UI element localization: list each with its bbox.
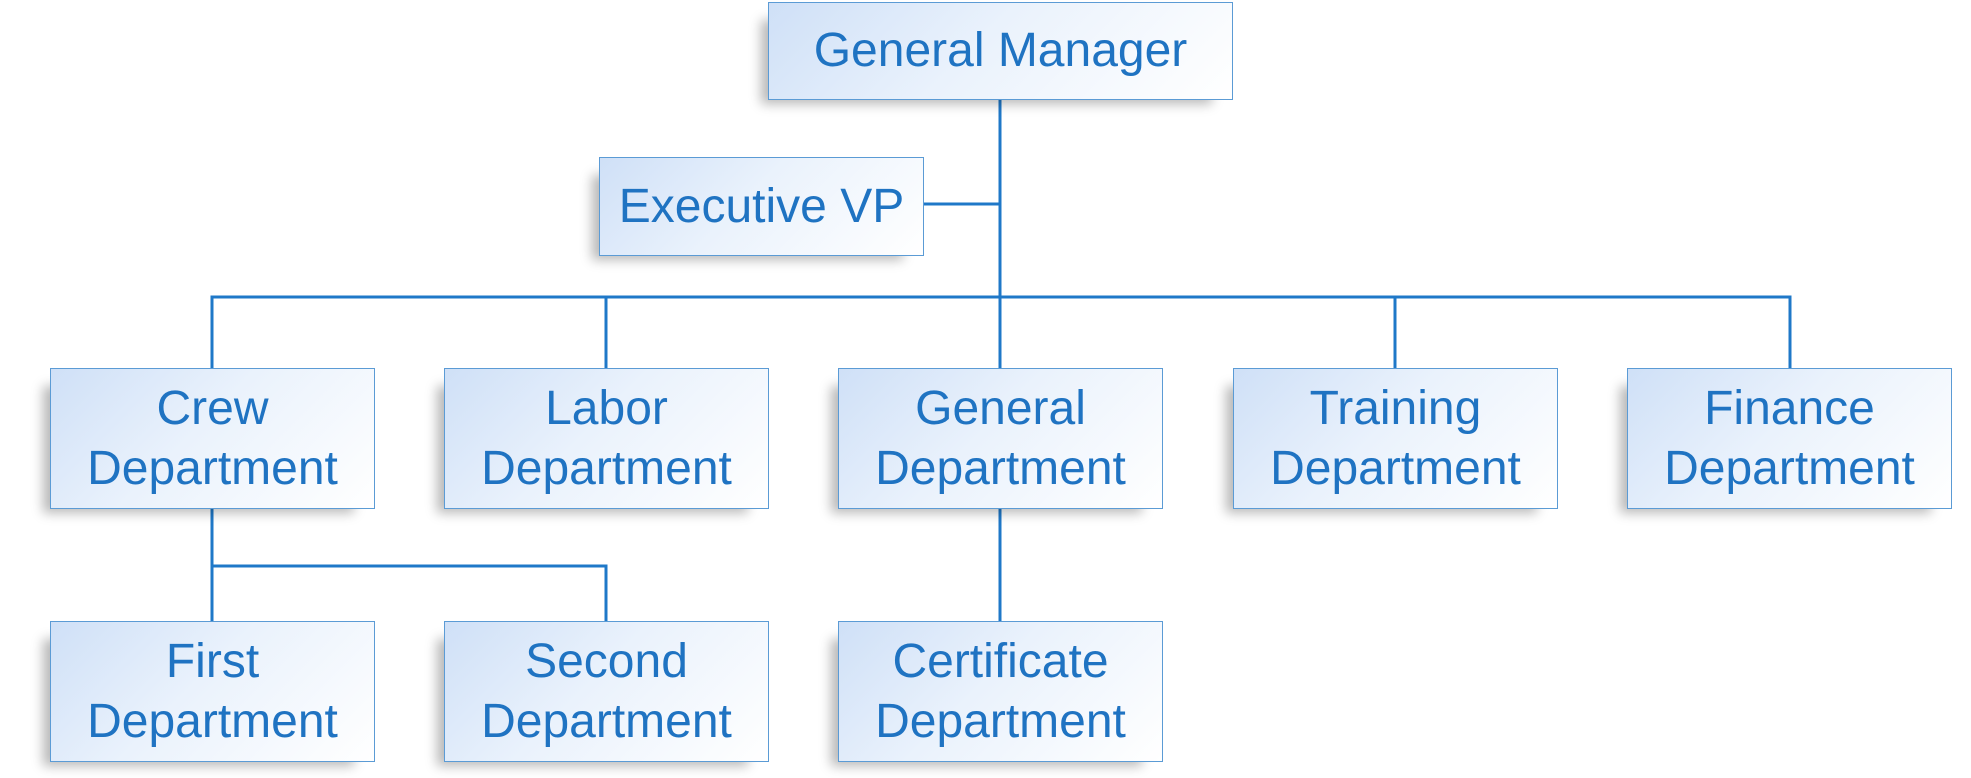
node-label-line-2: Department — [875, 694, 1126, 748]
node-training-department: Training Department — [1233, 368, 1558, 509]
node-label-line-2: Department — [481, 694, 732, 748]
node-label-line-2: Department — [875, 441, 1126, 495]
node-label: General Manager — [813, 24, 1188, 77]
node-executive-vp: Executive VP — [599, 157, 924, 256]
node-label-line-2: Department — [1664, 441, 1915, 495]
node-label-line-2: Department — [87, 694, 338, 748]
node-label-line-2: Department — [87, 441, 338, 495]
node-label-line-1: Second — [525, 634, 688, 688]
node-label-line-1: Finance — [1704, 381, 1875, 435]
node-general-manager: General Manager — [768, 2, 1233, 100]
node-label-line-1: Training — [1309, 381, 1482, 435]
node-label: Executive VP — [618, 179, 905, 233]
node-label-line-1: Crew — [156, 381, 269, 435]
node-label-line-1: First — [165, 634, 260, 688]
node-label-line-2: Department — [1270, 441, 1521, 495]
node-first-department: First Department — [50, 621, 375, 762]
node-certificate-department: Certificate Department — [838, 621, 1163, 762]
node-label-line-1: Certificate — [892, 634, 1109, 688]
node-general-department: General Department — [838, 368, 1163, 509]
node-crew-department: Crew Department — [50, 368, 375, 509]
node-label-line-2: Department — [481, 441, 732, 495]
node-label-line-1: General — [915, 381, 1086, 435]
node-labor-department: Labor Department — [444, 368, 769, 509]
node-label-line-1: Labor — [545, 381, 668, 435]
node-finance-department: Finance Department — [1627, 368, 1952, 509]
node-second-department: Second Department — [444, 621, 769, 762]
